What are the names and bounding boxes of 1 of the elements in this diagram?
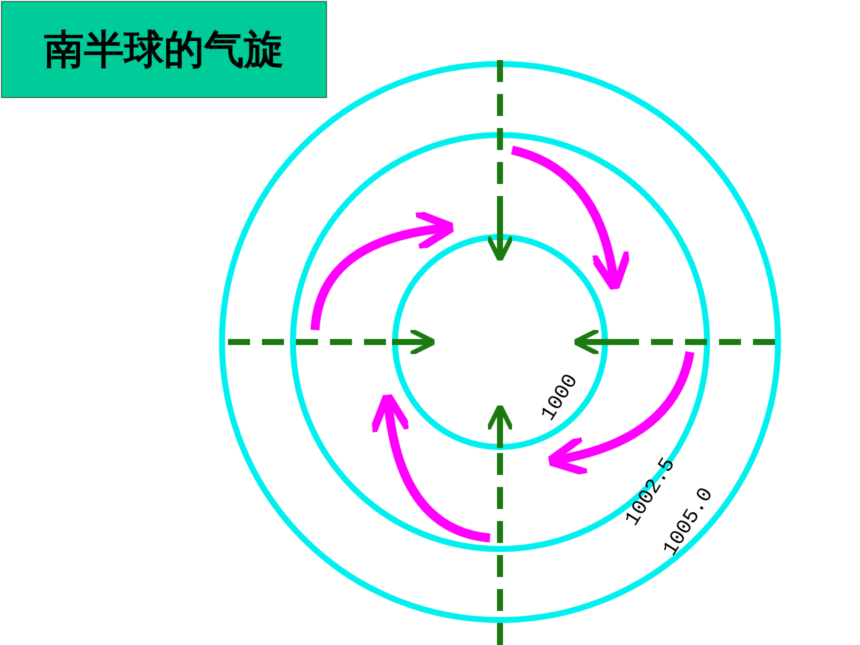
title-box: 南半球的气旋 <box>1 1 327 98</box>
